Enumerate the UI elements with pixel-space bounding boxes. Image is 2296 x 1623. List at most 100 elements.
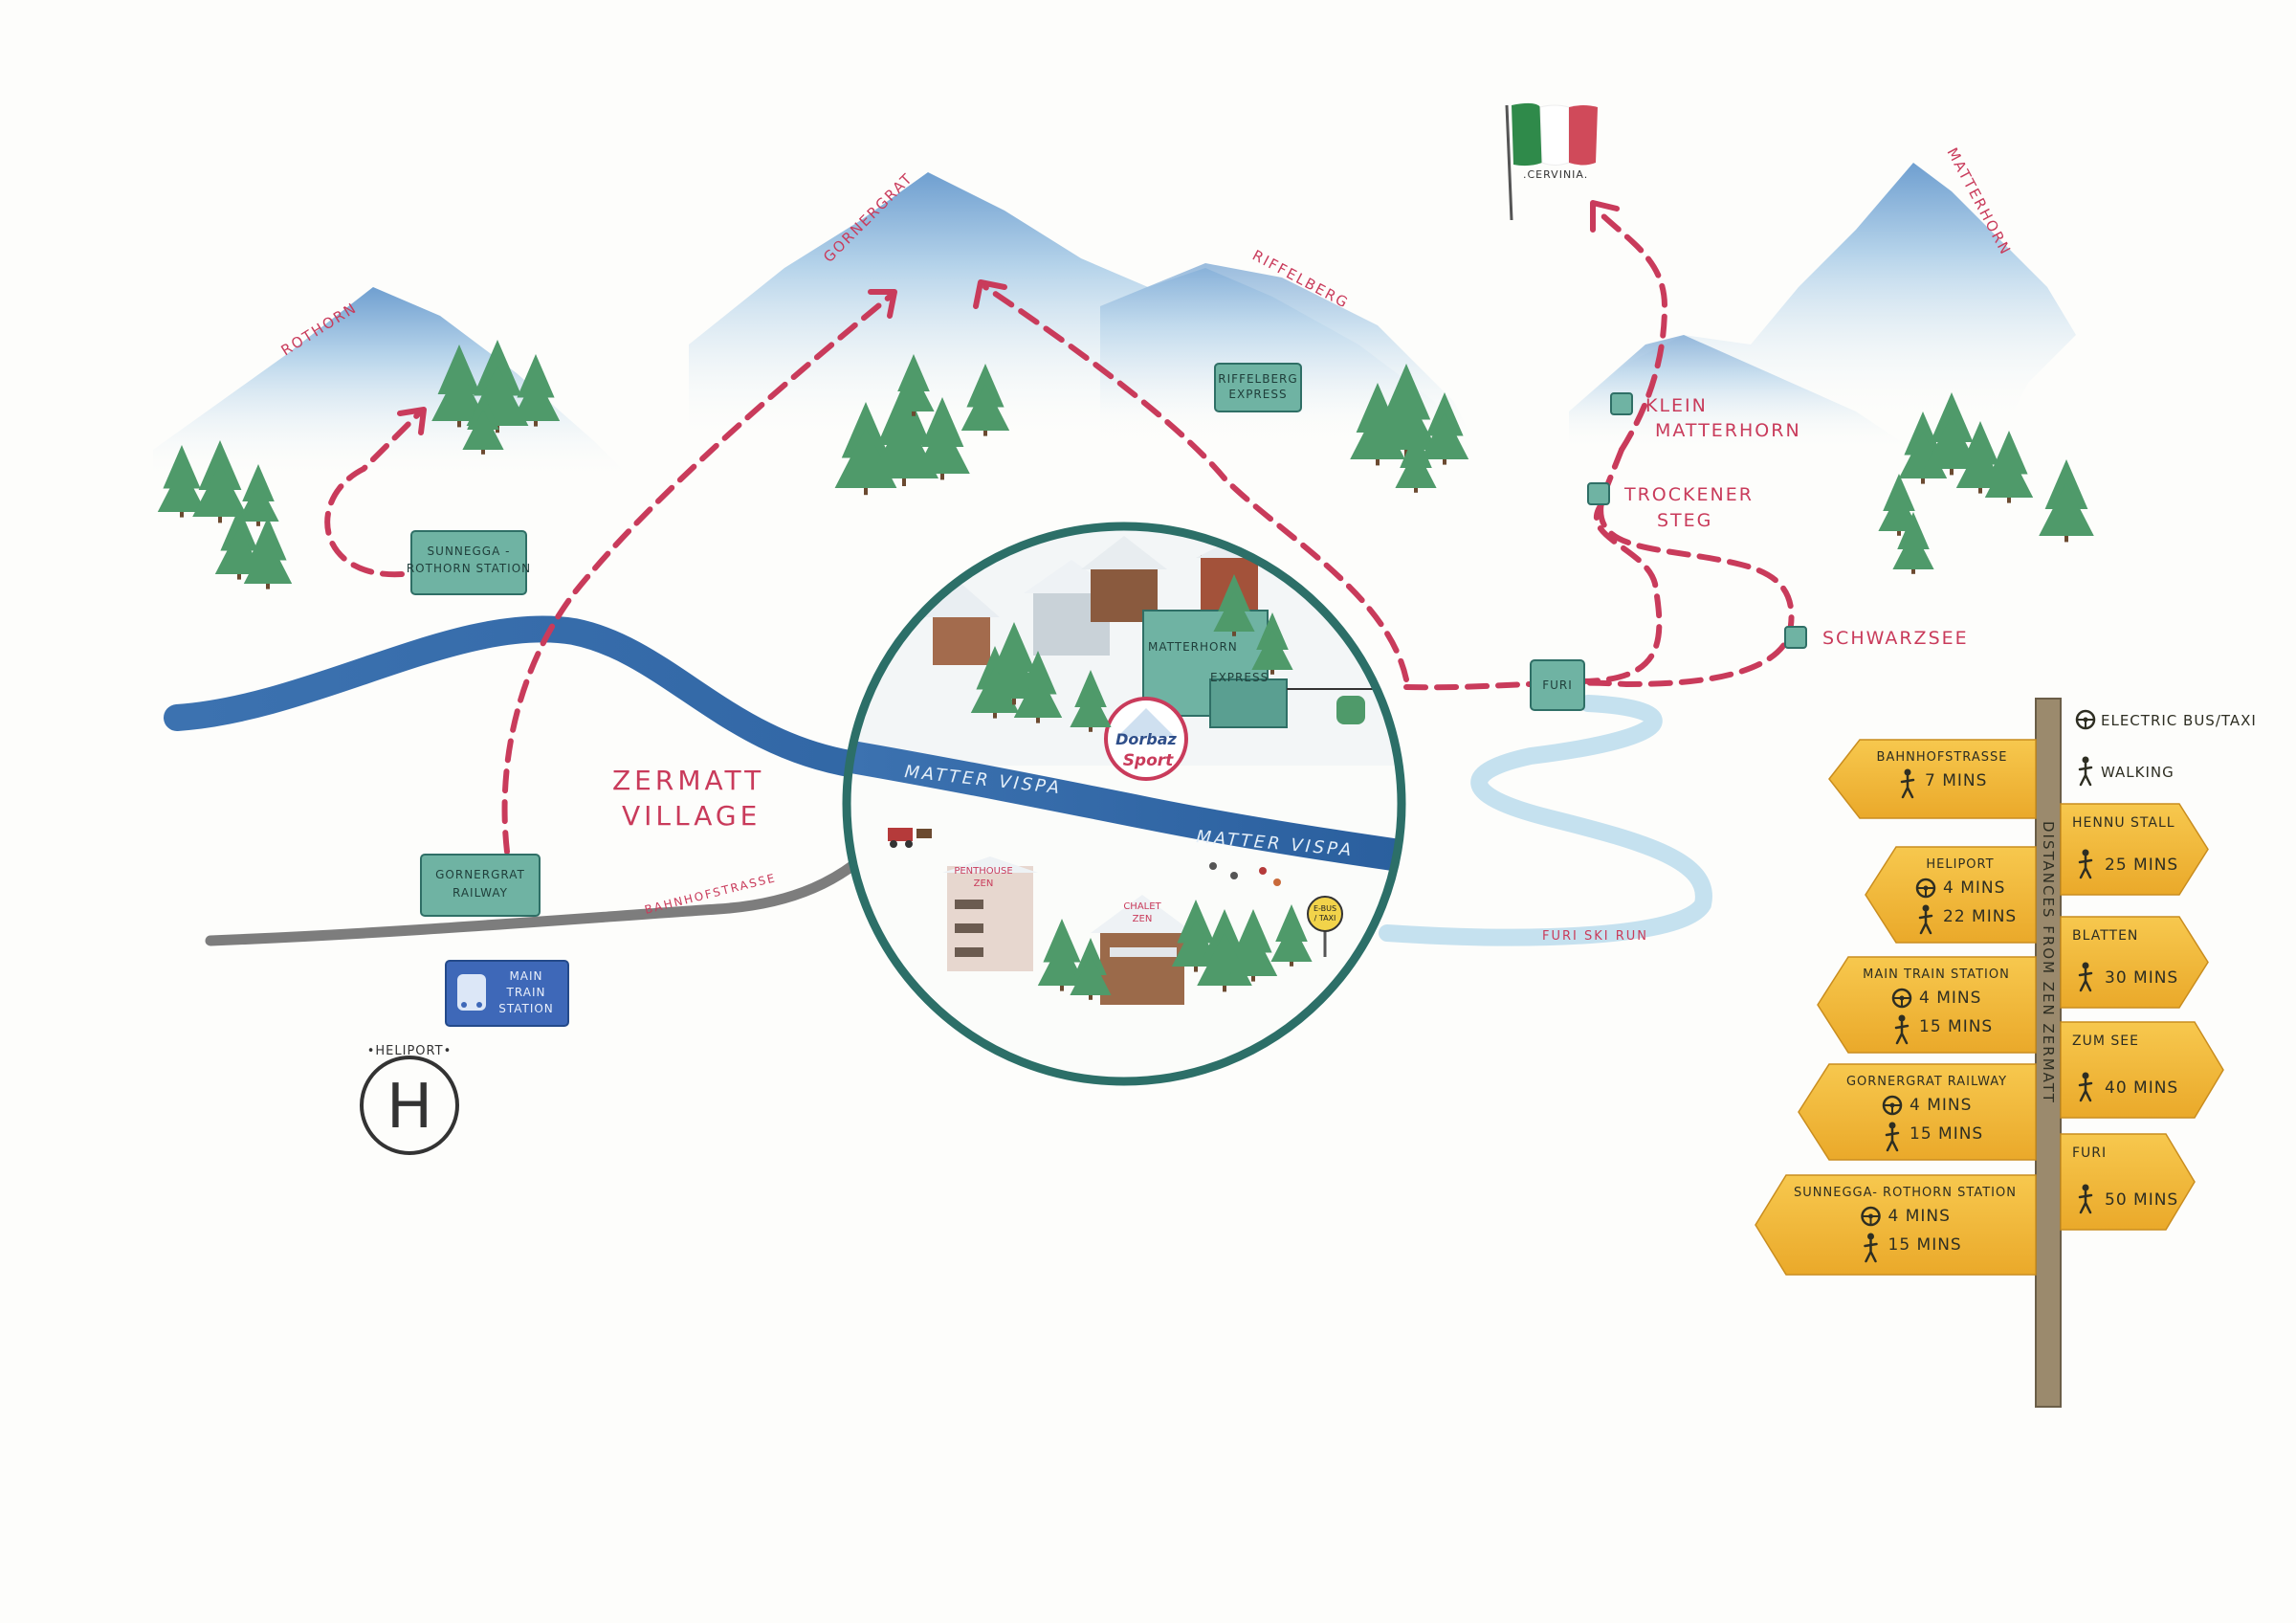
village-label: ZERMATT	[612, 765, 764, 796]
pine-tree-icon	[462, 392, 504, 455]
sign-left-5[interactable]: SUNNEGGA- ROTHORN STATION 4 MINS 15 MINS	[1755, 1174, 2037, 1276]
pine-tree-icon	[243, 517, 293, 589]
route-riffelberg	[982, 284, 1409, 682]
inset-trees	[970, 574, 1313, 1000]
sign-destination: BLATTEN	[2072, 928, 2138, 944]
walking-person-icon	[1894, 1014, 1910, 1045]
sign-right-3[interactable]: ZUM SEE 40 MINS	[2060, 1021, 2224, 1119]
route-klein-matterhorn-cervinia	[1595, 208, 1668, 453]
svg-text:EXPRESS: EXPRESS	[1210, 671, 1269, 684]
svg-text:MATTERHORN: MATTERHORN	[1148, 640, 1238, 654]
horse-carriage-icon	[888, 828, 932, 848]
sign-time: 15 MINS	[1888, 1235, 1962, 1255]
svg-text:PENTHOUSE: PENTHOUSE	[954, 866, 1012, 877]
chalet-zen[interactable]: CHALET ZEN	[1091, 895, 1194, 1005]
svg-text:FURI: FURI	[1542, 678, 1573, 692]
sign-left-1[interactable]: BAHNHOFSTRASSE 7 MINS	[1828, 739, 2037, 819]
svg-text:ZEN: ZEN	[974, 878, 994, 889]
sign-time: 40 MINS	[2105, 1078, 2178, 1098]
matterhorn-express-building[interactable]: MATTERHORN EXPRESS	[1142, 610, 1406, 728]
route-sunnegga-rothorn	[324, 409, 424, 578]
legend-label: ELECTRIC BUS/TAXI	[2101, 712, 2257, 729]
svg-text:GORNERGRAT: GORNERGRAT	[435, 868, 525, 881]
sign-time: 50 MINS	[2105, 1190, 2178, 1210]
sign-time: 15 MINS	[1919, 1017, 1993, 1036]
sign-destination: BAHNHOFSTRASSE	[1877, 750, 2008, 765]
station-trockener-steg[interactable]: TROCKENER STEG	[1587, 482, 1754, 531]
station-klein-matterhorn[interactable]: KLEIN MATTERHORN	[1610, 392, 1801, 441]
pine-tree-icon	[192, 440, 248, 523]
pine-tree-icon	[1213, 574, 1255, 636]
sign-destination: SUNNEGGA- ROTHORN STATION	[1794, 1186, 2017, 1200]
sign-time: 4 MINS	[1910, 1096, 1972, 1115]
station-furi[interactable]: FURI	[1530, 659, 1585, 711]
train-icon	[461, 1002, 467, 1008]
pine-tree-icon	[915, 397, 970, 480]
route-arrowheads	[397, 200, 1620, 435]
walking-person-icon	[1918, 904, 1933, 935]
lift-routes	[324, 208, 1795, 855]
pine-tree-icon	[1955, 421, 2005, 494]
walking-person-icon	[2078, 1072, 2093, 1102]
sign-destination: ZUM SEE	[2072, 1034, 2139, 1049]
sign-time: 4 MINS	[1943, 878, 2005, 898]
pine-tree-icon	[2039, 459, 2094, 543]
walking-person-icon	[2078, 962, 2093, 992]
ski-run-label: FURI SKI RUN	[1542, 929, 1648, 944]
pine-tree-icon	[1037, 919, 1087, 991]
pine-tree-icon	[1878, 474, 1920, 536]
route-furi-schwarzsee	[1403, 634, 1792, 691]
svg-text:STATION: STATION	[498, 1002, 554, 1015]
walking-person-icon	[2078, 1184, 2093, 1214]
village-label-2: VILLAGE	[622, 800, 761, 832]
klein-matterhorn-mountain	[1569, 335, 1913, 450]
pine-tree-icon	[1892, 512, 1934, 574]
pine-tree-icon	[214, 507, 264, 580]
station-gornergrat-railway[interactable]: GORNERGRAT RAILWAY	[420, 854, 541, 917]
sign-destination: GORNERGRAT RAILWAY	[1846, 1075, 2007, 1089]
svg-text:TRAIN: TRAIN	[506, 986, 546, 999]
pine-tree-icon	[1013, 651, 1063, 723]
pine-tree-icon	[1395, 431, 1437, 493]
station-sunnegga[interactable]: SUNNEGGA - ROTHORN STATION	[407, 530, 531, 595]
sign-time: 7 MINS	[1925, 771, 1987, 790]
pine-tree-icon	[893, 354, 935, 416]
station-main-train[interactable]: MAIN TRAIN STATION	[445, 960, 569, 1027]
station-schwarzsee[interactable]: SCHWARZSEE	[1784, 626, 1969, 649]
dorbaz-sport-logo[interactable]: Dorbaz Sport	[1104, 697, 1188, 781]
cervinia-flag[interactable]: .CERVINIA.	[1505, 102, 1598, 221]
forest	[157, 340, 2094, 589]
svg-text:KLEIN: KLEIN	[1645, 395, 1708, 416]
svg-text:TROCKENER: TROCKENER	[1623, 484, 1754, 505]
sign-destination: HELIPORT	[1926, 857, 1994, 872]
ebus-stop-sign[interactable]: E-BUS / TAXI	[1307, 896, 1343, 957]
penthouse-zen[interactable]: PENTHOUSE ZEN	[942, 856, 1038, 971]
steering-wheel-icon	[2075, 709, 2096, 730]
svg-text:E-BUS: E-BUS	[1314, 904, 1336, 913]
route-gornergrat	[501, 294, 893, 855]
svg-text:RAILWAY: RAILWAY	[453, 886, 508, 900]
sign-destination: HENNU STALL	[2072, 815, 2175, 831]
sign-time: 4 MINS	[1888, 1207, 1951, 1226]
sign-time: 30 MINS	[2105, 968, 2178, 988]
svg-text:STEG: STEG	[1657, 510, 1712, 531]
route-furi-trockener	[1576, 495, 1663, 684]
walking-person-icon	[1864, 1233, 1878, 1263]
pine-tree-icon	[1228, 909, 1278, 982]
pine-tree-icon	[960, 364, 1010, 436]
sign-right-2[interactable]: BLATTEN 30 MINS	[2060, 916, 2209, 1009]
pine-tree-icon	[1070, 670, 1112, 732]
station-riffelberg-express[interactable]: RIFFELBERG EXPRESS	[1214, 363, 1302, 412]
steering-wheel-icon	[1882, 1095, 1903, 1116]
inset-circle[interactable]: MATTERHORN EXPRESS Dorbaz Sport MATTER V…	[842, 522, 1406, 1086]
pine-tree-icon	[157, 445, 207, 518]
svg-text:Sport: Sport	[1123, 751, 1174, 770]
walking-person-icon	[1900, 768, 1915, 799]
heliport[interactable]: •HELIPORT• H	[360, 1044, 459, 1155]
steering-wheel-icon	[1861, 1206, 1881, 1227]
